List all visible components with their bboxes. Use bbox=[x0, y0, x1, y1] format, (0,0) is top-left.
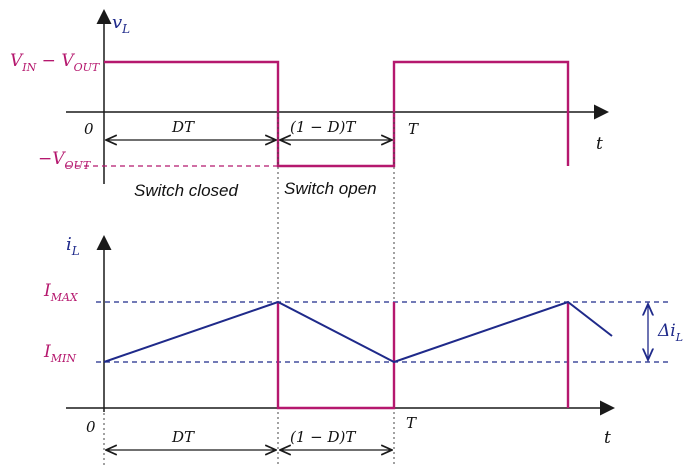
bottom-t-label: t bbox=[604, 428, 611, 448]
top-plot: vL VIN − VOUT −VOUT 0 t T DT (1 − D)T Sw… bbox=[10, 9, 609, 200]
bottom-origin-label: 0 bbox=[86, 418, 96, 436]
imin-label: IMIN bbox=[43, 342, 76, 365]
switch-closed-label: Switch closed bbox=[134, 181, 238, 200]
top-DT-label: DT bbox=[171, 118, 195, 136]
switch-open-label: Switch open bbox=[284, 179, 377, 198]
voltage-pulse-waveform bbox=[104, 60, 570, 168]
inductor-current-ramp bbox=[103, 300, 613, 364]
bottom-plot: iL IMAX IMIN ΔiL 0 t T DT (1 − D)T bbox=[43, 234, 683, 450]
top-y-label: vL bbox=[112, 12, 130, 36]
top-t-label: t bbox=[596, 134, 603, 154]
imax-label: IMAX bbox=[43, 281, 79, 304]
top-1-minus-D-T-label: (1 − D)T bbox=[290, 118, 356, 136]
level-high-label: VIN − VOUT bbox=[10, 51, 101, 74]
switch-state-pulse bbox=[276, 302, 396, 410]
top-T-label: T bbox=[408, 120, 419, 138]
delta-iL-label: ΔiL bbox=[657, 321, 683, 344]
level-low-label: −VOUT bbox=[38, 149, 92, 172]
bottom-T-label: T bbox=[406, 414, 417, 432]
top-origin-label: 0 bbox=[84, 120, 94, 138]
bottom-y-label: iL bbox=[66, 234, 80, 258]
bottom-DT-label: DT bbox=[171, 428, 195, 446]
bottom-1-minus-D-T-label: (1 − D)T bbox=[290, 428, 356, 446]
